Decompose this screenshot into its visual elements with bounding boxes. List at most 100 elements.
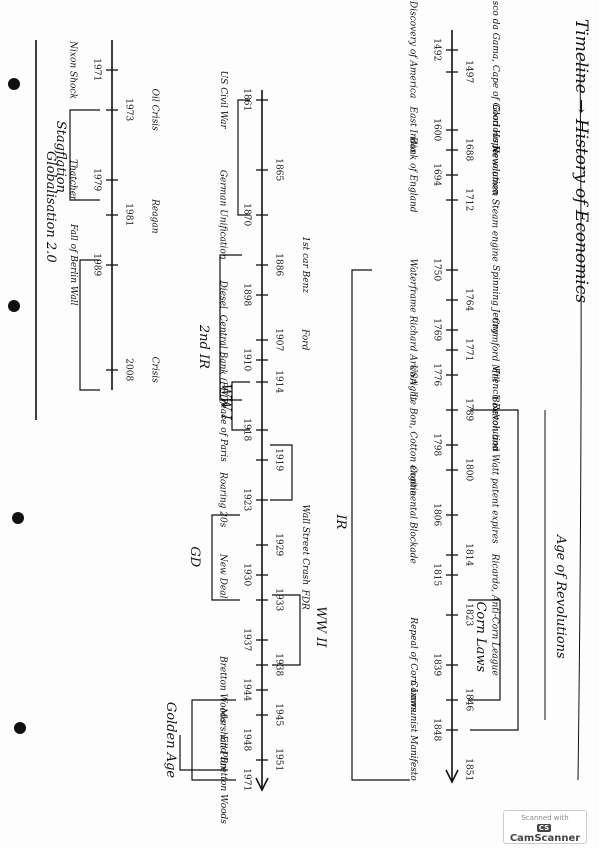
band1-event-label: Discovery of America	[407, 1, 418, 99]
band1-year: 1600	[431, 118, 442, 142]
second-ir-bracket	[219, 254, 242, 401]
band2-arrow	[255, 777, 269, 792]
band2-year: 1898	[241, 283, 252, 307]
ww1-bracket	[231, 381, 250, 431]
band2-year: 1971	[241, 768, 252, 792]
band3-event-label: Nixon Shock	[67, 41, 78, 99]
band2-year: 1944	[241, 678, 252, 702]
camscanner-watermark: Scanned with CSCamScanner	[503, 810, 587, 844]
watermark-caption: Scanned with	[521, 814, 569, 822]
band2-year: 1945	[273, 703, 284, 727]
corn-laws-label: Corn Laws	[472, 601, 488, 673]
punch-hole	[8, 300, 20, 312]
band1-year: 1798	[431, 433, 442, 457]
stagflation-bracket	[69, 109, 100, 201]
band3-event-label: Fall of Berlin Wall	[67, 223, 78, 306]
band1-year: 1815	[431, 563, 442, 587]
band1-event-label: Communist Manifesto	[407, 680, 418, 781]
civil-war-bracket	[237, 99, 250, 216]
watermark-brand: CSCamScanner	[504, 822, 586, 844]
band2-year: 1938	[273, 653, 284, 677]
ir-bracket	[351, 269, 410, 781]
band2-year: 1907	[273, 328, 284, 352]
band1-year: 1846	[463, 688, 474, 712]
age-bracket	[470, 409, 519, 731]
band2-year: 1910	[241, 348, 252, 372]
ir-label: IR	[332, 514, 348, 530]
band1-ticks	[446, 49, 458, 731]
band2-event-label: End Bretton Woods	[217, 735, 228, 824]
band2-event-label: Ford	[299, 329, 310, 351]
golden-age-label: Golden Age	[162, 701, 178, 779]
band2-year: 1865	[273, 158, 284, 182]
punch-hole	[12, 512, 24, 524]
band1-year: 1694	[431, 163, 442, 187]
band2-year: 1870	[241, 203, 252, 227]
band3-year: 1973	[123, 98, 134, 122]
band1-year: 1851	[463, 758, 474, 782]
band2-year: 1914	[273, 370, 284, 394]
globalisation-label: Globalisation 2.0	[42, 151, 58, 263]
band2-event-label: German Unification	[217, 169, 228, 260]
band3-year: 1989	[91, 253, 102, 277]
band1-event-label: Bank of England	[407, 136, 418, 213]
band1-year: 1771	[463, 338, 474, 362]
band1-year: 1806	[431, 503, 442, 527]
band1-year: 1764	[463, 288, 474, 312]
band3-event-label: Thatcher	[67, 159, 78, 201]
band1-year: 1497	[463, 60, 474, 84]
band2-year: 1886	[273, 253, 284, 277]
age-of-revolutions-label: Age of Revolutions	[552, 534, 568, 659]
band2-year: 1948	[241, 728, 252, 752]
band3-year: 1971	[91, 58, 102, 82]
punch-hole	[14, 722, 26, 734]
band2-event-label: New Deal	[217, 553, 228, 599]
band1-event-label: Newcomen Steam engine	[489, 145, 500, 262]
band2-year: 1951	[273, 748, 284, 772]
band3-event-label: Oil Crisis	[149, 88, 160, 131]
page-title: Timeline → History of Economics	[570, 18, 591, 304]
band2-year: 1918	[241, 418, 252, 442]
ww1-label: WW I	[217, 383, 233, 420]
band2-year: 1861	[241, 88, 252, 112]
band1-year: 1800	[463, 458, 474, 482]
ww2-label: WW II	[312, 606, 328, 648]
roaring-bracket	[270, 444, 293, 501]
band1-event-label: Continental Blockade	[407, 465, 418, 564]
band2-event-label: Roaring 20s	[217, 472, 228, 528]
band2-event-label: FDR	[299, 589, 310, 610]
band1-year: 1848	[431, 718, 442, 742]
punch-hole	[8, 78, 20, 90]
band2-event-label: Diesel	[217, 280, 228, 309]
band1-event-label: Ricardo, Anti-Corn League	[489, 553, 500, 676]
band1-arrow	[445, 769, 459, 784]
band1-year: 1688	[463, 138, 474, 162]
band2-event-label: 1st car Benz	[299, 236, 310, 294]
ww2-bracket	[272, 594, 301, 666]
band2-year: 1930	[241, 563, 252, 587]
band3-year: 2008	[123, 358, 134, 382]
band2-event-label: Wall Street Crash	[299, 504, 310, 586]
band3-event-label: Reagan	[149, 199, 160, 234]
band1-year: 1814	[463, 543, 474, 567]
second-ir-label: 2nd IR	[195, 324, 211, 369]
band1-year: 1776	[431, 363, 442, 387]
watermark-brand-text: CamScanner	[509, 833, 581, 844]
band1-event-label: USA	[407, 364, 418, 385]
band1-year: 1769	[431, 318, 442, 342]
band1-year: 1492	[431, 38, 442, 62]
band2-ticks	[256, 99, 268, 761]
band3-year: 1979	[91, 168, 102, 192]
band1-year: 1712	[463, 188, 474, 212]
band1-year: 1839	[431, 653, 442, 677]
camscanner-logo-icon: CS	[536, 824, 552, 832]
band1-year: 1823	[463, 603, 474, 627]
band1-event-label: Boulton and Watt patent expires	[489, 395, 500, 544]
gd-label: GD	[186, 546, 202, 568]
globalisation-bracket	[79, 259, 100, 391]
band2-year: 1929	[273, 533, 284, 557]
band2-year: 1923	[241, 488, 252, 512]
corn-bracket	[468, 599, 501, 701]
